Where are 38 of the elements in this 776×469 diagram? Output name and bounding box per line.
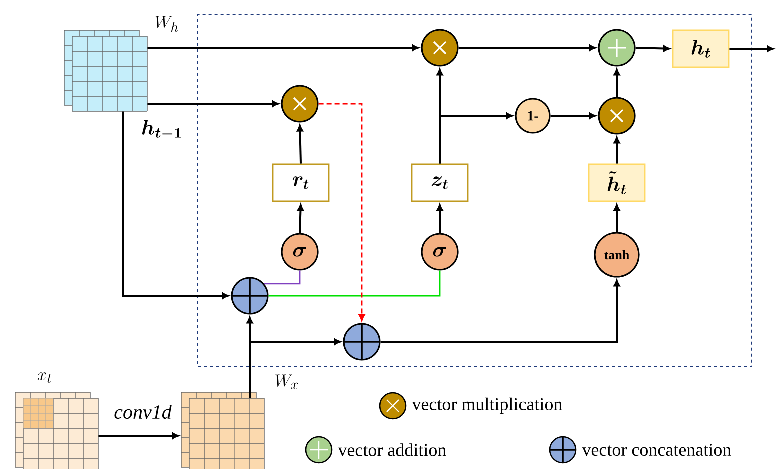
multiply-circle [421, 29, 459, 67]
arrow [439, 112, 513, 164]
arrow [436, 204, 444, 234]
state-box: $\tilde{h}_t$ [588, 164, 646, 202]
arrow [614, 69, 620, 98]
arrow [636, 46, 670, 52]
legend-label: vector concatenation [582, 444, 732, 456]
arrow [122, 112, 229, 300]
arrow [249, 338, 341, 398]
arrow [148, 100, 279, 108]
cell-frame [198, 14, 752, 368]
multiply-circle [281, 85, 319, 123]
arrow [297, 125, 304, 164]
arrow [298, 204, 304, 234]
arrow [264, 270, 301, 285]
legend-label: vector multiplication [412, 398, 562, 414]
arrow [614, 204, 620, 232]
arrow [550, 112, 596, 120]
arrow [380, 280, 620, 343]
edge-label: conv1d [113, 404, 173, 420]
matrix-label: $W_h$ [156, 16, 178, 32]
arrow [730, 46, 774, 52]
gate-box: $r_t$ [272, 164, 330, 202]
arrow [98, 432, 180, 440]
arrow [458, 44, 596, 52]
multiply-circle [598, 97, 636, 135]
concat-circle [231, 277, 269, 315]
state-label: $h_{t-1}$ [142, 120, 181, 138]
arrow [148, 44, 419, 52]
gate-box: $z_t$ [411, 164, 469, 202]
matrix-label: $x_t$ [38, 372, 52, 384]
add-circle [598, 29, 636, 67]
arrow [614, 137, 620, 164]
arrow [318, 103, 366, 322]
legend-label: vector addition [338, 444, 446, 456]
matrix-label: $W_x$ [276, 374, 298, 390]
concat-circle [343, 323, 381, 361]
state-box: $h_t$ [672, 30, 730, 68]
